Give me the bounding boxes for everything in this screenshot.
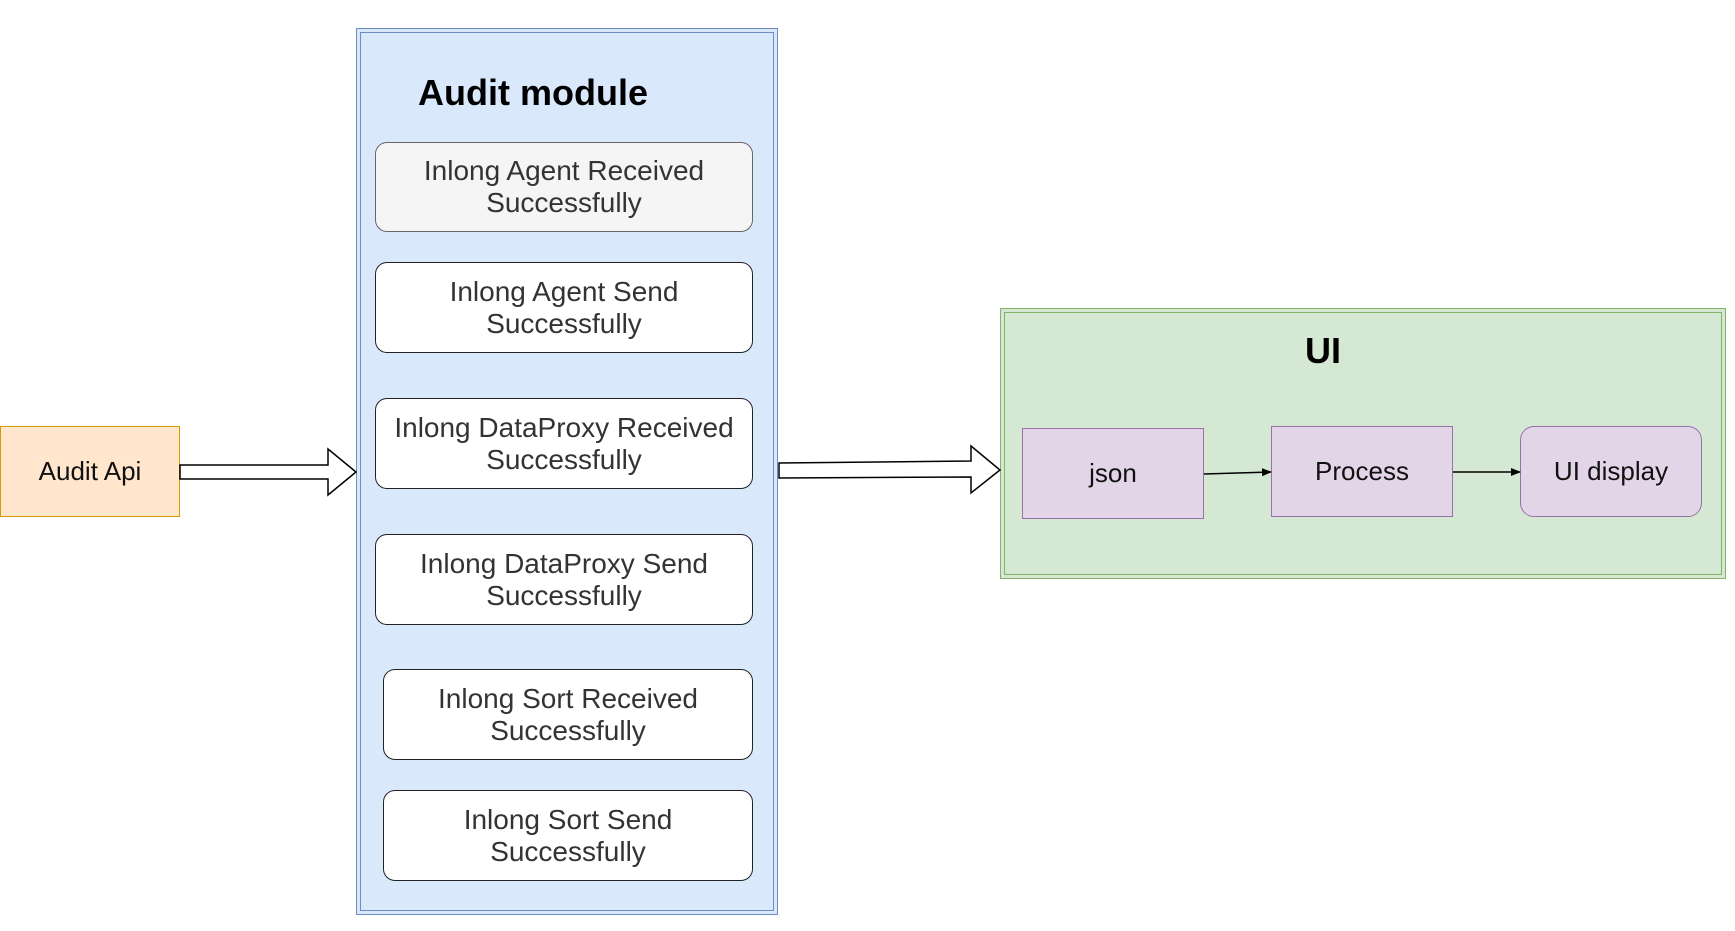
process-node: Process xyxy=(1271,426,1453,517)
audit-api-box: Audit Api xyxy=(0,426,180,517)
audit-item-label: Inlong Sort Send Successfully xyxy=(463,803,673,867)
audit-api-to-module-arrow xyxy=(179,447,358,497)
audit-item-label: Inlong DataProxy Received Successfully xyxy=(394,411,734,475)
audit-item-agent-received: Inlong Agent Received Successfully xyxy=(375,142,753,232)
audit-item-label: Inlong DataProxy Send Successfully xyxy=(420,547,708,611)
audit-module-title: Audit module xyxy=(418,72,648,113)
module-to-ui-arrow xyxy=(778,444,1002,495)
json-node: json xyxy=(1022,428,1204,519)
audit-item-sort-received: Inlong Sort Received Successfully xyxy=(383,669,753,760)
audit-api-label: Audit Api xyxy=(38,456,142,486)
audit-item-sort-send: Inlong Sort Send Successfully xyxy=(383,790,753,881)
audit-item-label: Inlong Sort Received Successfully xyxy=(438,682,698,746)
ui-display-node-label: UI display xyxy=(1553,456,1669,486)
audit-item-label: Inlong Agent Send Successfully xyxy=(449,275,679,339)
audit-item-label: Inlong Agent Received Successfully xyxy=(423,155,705,218)
process-node-label: Process xyxy=(1315,456,1409,486)
json-to-process-arrow xyxy=(1203,468,1272,477)
json-node-label: json xyxy=(1089,458,1137,488)
audit-item-agent-send: Inlong Agent Send Successfully xyxy=(375,262,753,353)
audit-item-dataproxy-received: Inlong DataProxy Received Successfully xyxy=(375,398,753,489)
ui-title: UI xyxy=(1305,330,1341,371)
audit-item-dataproxy-send: Inlong DataProxy Send Successfully xyxy=(375,534,753,625)
ui-display-node: UI display xyxy=(1520,426,1702,517)
